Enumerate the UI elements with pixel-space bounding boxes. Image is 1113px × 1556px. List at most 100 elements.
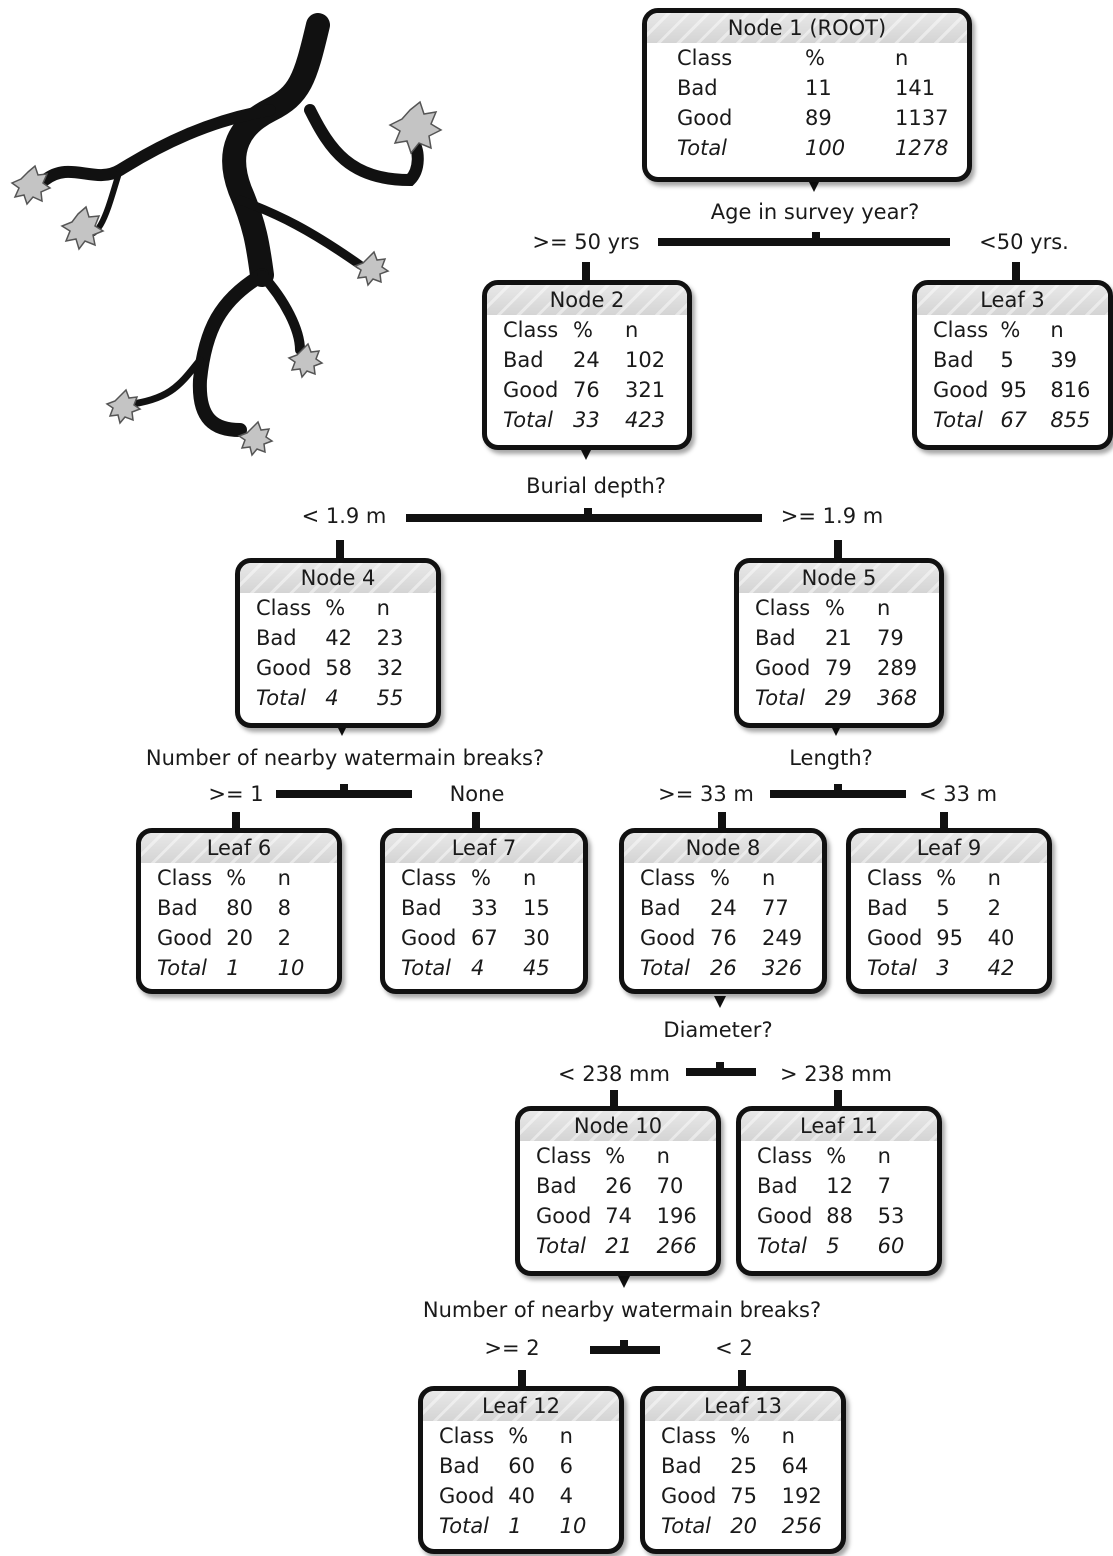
class-cell: Bad	[933, 348, 974, 372]
class-cell: Good	[677, 106, 733, 130]
class-cell: Good	[503, 378, 559, 402]
class-cell: Bad	[157, 896, 198, 920]
node-title: Leaf 12	[423, 1391, 619, 1421]
percent-cell: 88	[826, 1204, 853, 1228]
column-header-n: n	[376, 596, 390, 620]
node-title-text: Leaf 6	[206, 836, 272, 860]
percent-cell: 21	[825, 626, 852, 650]
node-title: Node 10	[520, 1111, 716, 1141]
percent-cell: 24	[710, 896, 737, 920]
count-cell: 423	[625, 408, 666, 432]
column-header-n: n	[877, 1144, 891, 1168]
split-right-label: None	[449, 782, 505, 806]
column-header-percent: %	[226, 866, 247, 890]
table-header-row: Class%n	[739, 593, 939, 623]
count-cell: 8	[277, 896, 292, 920]
split-right-label: >= 1.9 m	[780, 504, 884, 528]
count-cell: 42	[987, 956, 1015, 980]
column-header-n: n	[559, 1424, 573, 1448]
count-cell: 326	[762, 956, 803, 980]
table-header-row: Class%n	[423, 1421, 619, 1451]
percent-cell: 21	[605, 1234, 632, 1258]
count-cell: 266	[656, 1234, 697, 1258]
split-left-label: < 238 mm	[558, 1062, 670, 1086]
percent-cell: 58	[325, 656, 352, 680]
percent-cell: 42	[325, 626, 352, 650]
class-cell: Bad	[661, 1454, 702, 1478]
node-title-text: Leaf 7	[451, 836, 517, 860]
percent-cell: 26	[605, 1174, 632, 1198]
count-cell: 321	[625, 378, 666, 402]
count-cell: 7	[877, 1174, 892, 1198]
table-header-row: Class%n	[624, 863, 822, 893]
node-title-text: Node 5	[801, 566, 877, 590]
class-cell: Good	[755, 656, 811, 680]
percent-cell: 29	[825, 686, 852, 710]
count-cell: 39	[1050, 348, 1078, 372]
node-title-text: Leaf 13	[704, 1394, 782, 1418]
class-cell: Good	[536, 1204, 592, 1228]
class-cell: Bad	[640, 896, 681, 920]
table-header-row: Class% n	[240, 593, 436, 623]
column-header-class: Class	[256, 596, 312, 620]
column-header-percent: %	[1000, 318, 1021, 342]
percent-cell: 26	[710, 956, 737, 980]
class-cell: Good	[640, 926, 696, 950]
count-cell: 40	[987, 926, 1015, 950]
class-cell: Total	[867, 956, 918, 980]
column-header-n: n	[895, 46, 909, 70]
class-cell: Total	[677, 136, 728, 160]
split-right-label: < 2	[715, 1336, 753, 1360]
column-header-percent: %	[605, 1144, 626, 1168]
tree-branch-icon	[10, 13, 443, 457]
node-title-text: Node 10	[573, 1114, 663, 1138]
percent-cell: 100	[805, 136, 846, 160]
column-header-percent: %	[325, 596, 346, 620]
percent-cell: 40	[508, 1484, 535, 1508]
count-cell: 2	[987, 896, 1002, 920]
node-title-text: Leaf 12	[482, 1394, 560, 1418]
class-cell: Total	[757, 1234, 808, 1258]
column-header-percent: %	[471, 866, 491, 890]
class-cell: Good	[661, 1484, 717, 1508]
count-cell: 10	[277, 956, 305, 980]
count-cell: 141	[895, 76, 936, 100]
column-header-class: Class	[933, 318, 989, 342]
class-cell: Bad	[677, 76, 718, 100]
count-cell: 1278	[895, 136, 949, 160]
table-header-row: Class%n	[741, 1141, 937, 1171]
count-cell: 192	[781, 1484, 822, 1508]
percent-cell: 76	[573, 378, 600, 402]
count-cell: 816	[1050, 378, 1091, 402]
count-cell: 10	[559, 1514, 587, 1538]
split-question: Age in survey year?	[710, 200, 920, 224]
percent-cell: 5	[936, 896, 950, 920]
split-question: Number of nearby watermain breaks?	[422, 1298, 822, 1322]
column-header-percent: %	[710, 866, 730, 890]
class-cell: Good	[401, 926, 457, 950]
class-cell: Bad	[755, 626, 796, 650]
percent-cell: 33	[471, 896, 498, 920]
table-header-row: Class%n	[851, 863, 1047, 893]
